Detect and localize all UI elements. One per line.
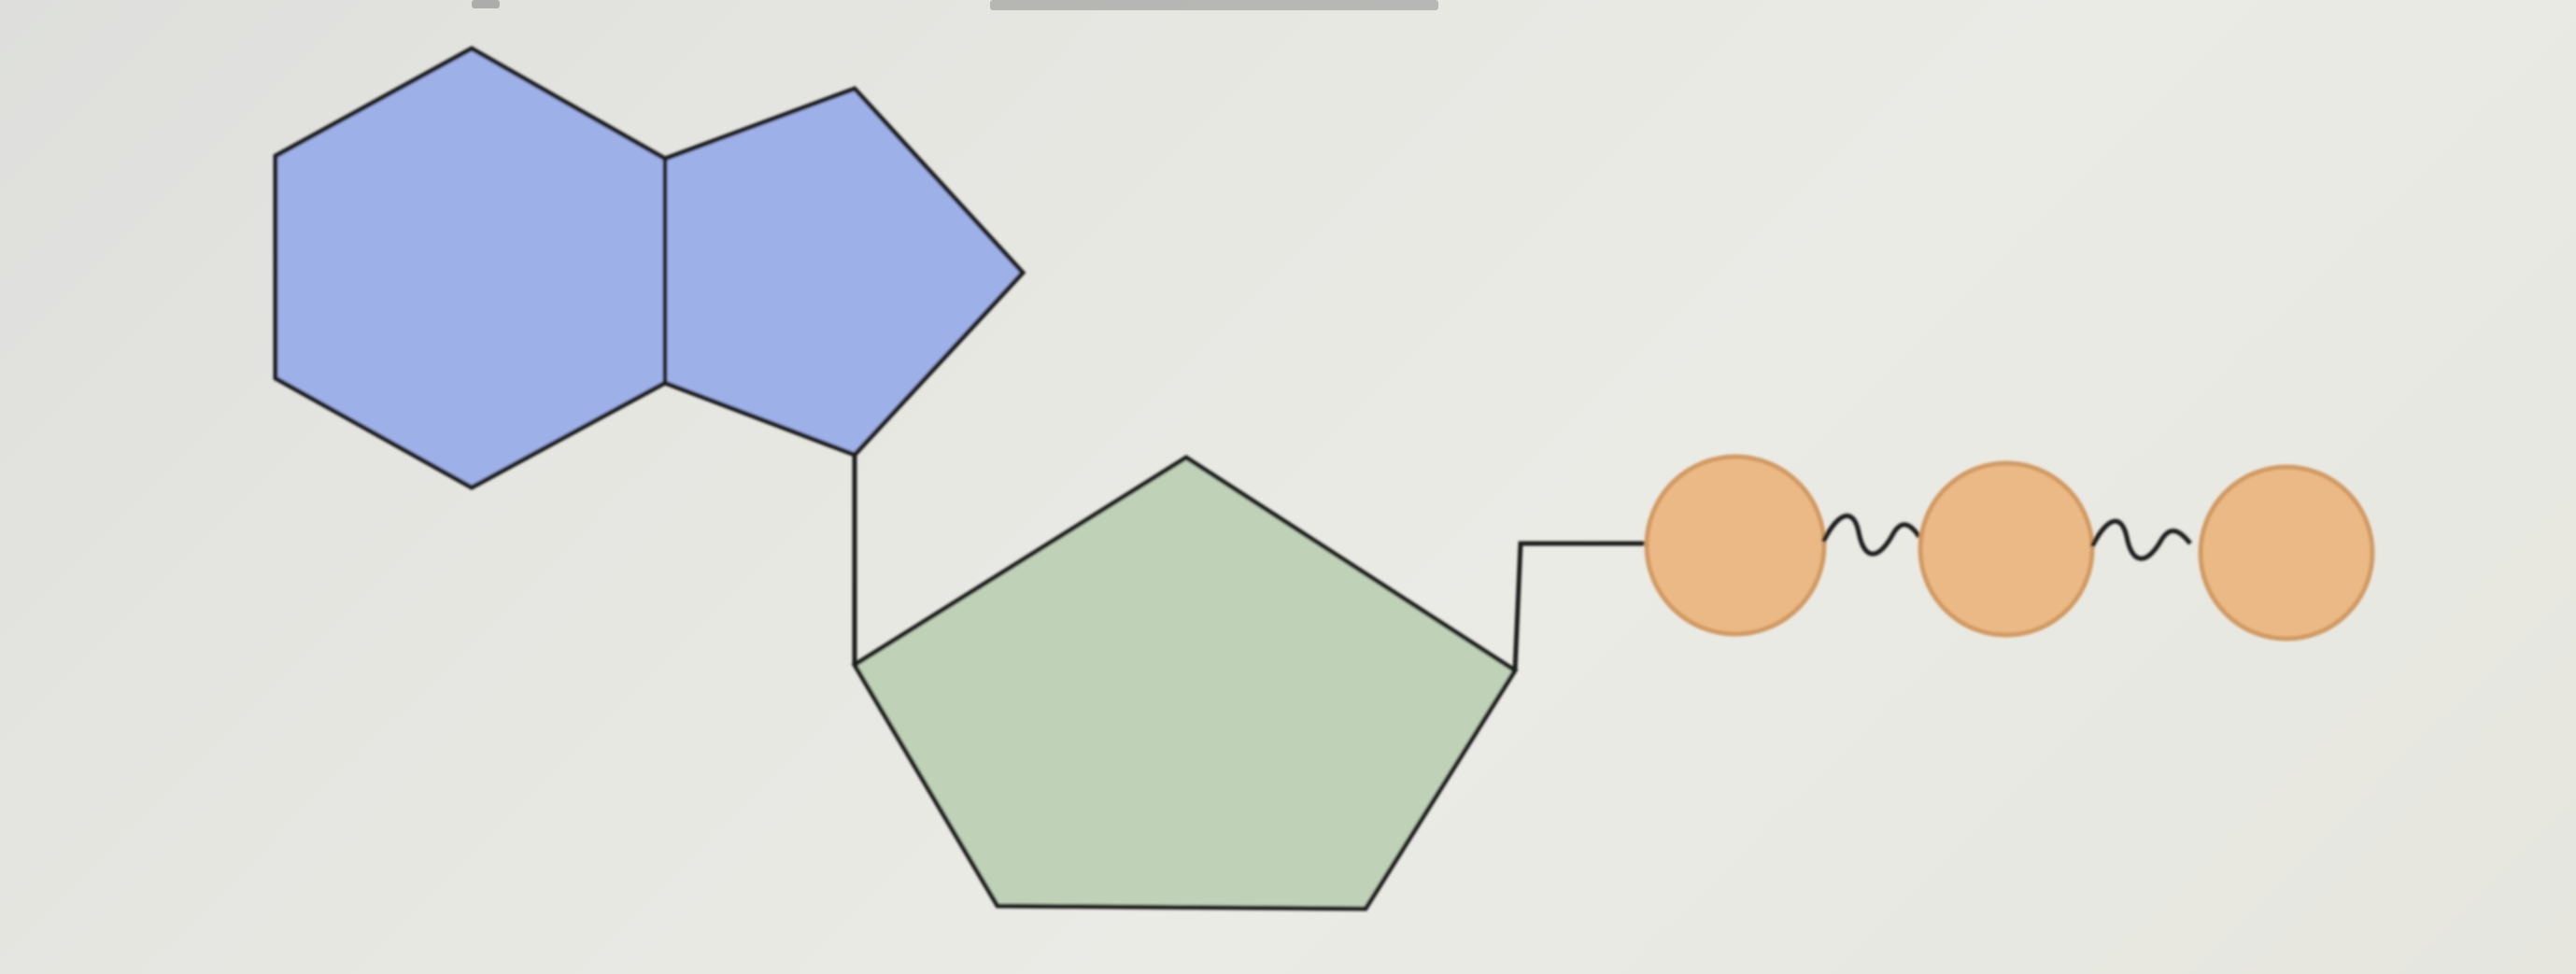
phosphate-circle-1 [1644,454,1827,637]
base-hexagon-ring [273,46,668,490]
phosphate-circle-3 [2198,464,2375,642]
high-energy-bond-2 [2089,518,2192,561]
high-energy-bond-1 [1820,513,1922,557]
sugar-phosphate-bond [1512,541,1646,671]
base-pentagon-ring [662,86,1026,458]
phosphate-circle-2 [1918,460,2095,638]
sugar-pentagon [851,455,1519,911]
cropped-top-text [472,0,1438,10]
